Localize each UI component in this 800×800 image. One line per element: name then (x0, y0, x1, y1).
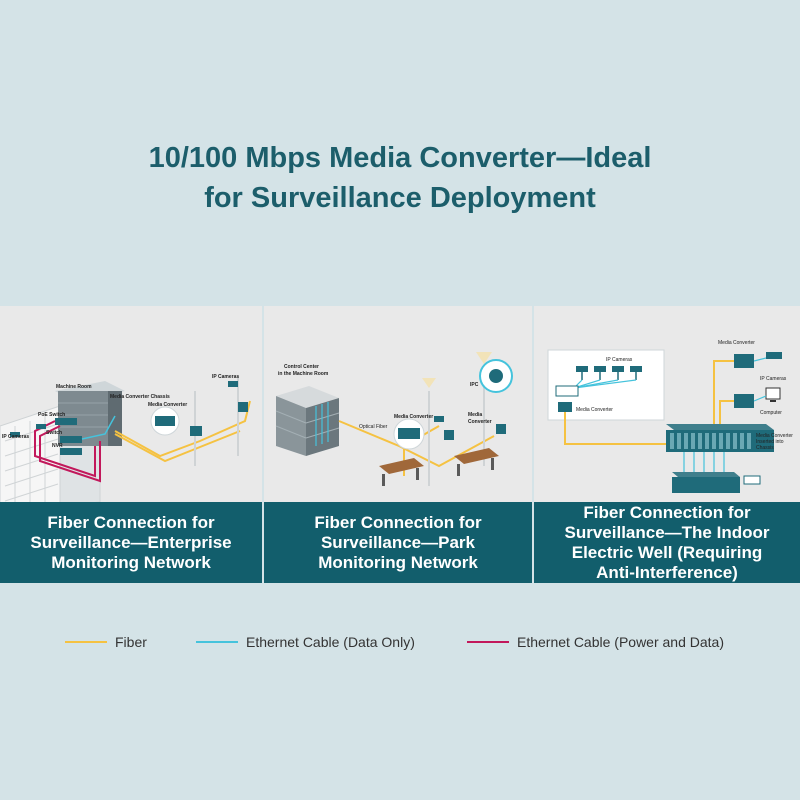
enterprise-network-diagram: Machine Room PoE Switch Switch NVR IP Ca… (0, 374, 251, 502)
caption-line: Surveillance—Park (320, 532, 475, 552)
media-converter-icon (238, 402, 248, 412)
bench-icon (454, 448, 499, 476)
legend-swatch-ethernet-data (196, 641, 238, 643)
caption-line: Electric Well (Requiring (571, 542, 763, 562)
label-poe-switch: PoE Switch (38, 412, 65, 418)
page-title-line-1: 10/100 Mbps Media Converter—Ideal (148, 142, 652, 174)
legend: Fiber Ethernet Cable (Data Only) Etherne… (0, 634, 800, 654)
network-switch-icon (672, 472, 740, 493)
legend-item-fiber: Fiber (65, 634, 147, 650)
legend-label: Fiber (115, 634, 147, 650)
panel-indoor-electric-well: IP Cameras Media Converter Media Convert… (534, 306, 800, 583)
label-media-converter-right-2: Converter (468, 419, 492, 425)
media-converter-icon (558, 402, 572, 412)
label-ipc: IPC (470, 382, 479, 388)
panel-caption: Fiber Connection for Surveillance—Enterp… (0, 502, 262, 583)
ip-camera-group (576, 366, 642, 372)
caption-line: Monitoring Network (318, 552, 478, 572)
label-media-converter: Media Converter (576, 407, 613, 413)
park-network-diagram: Control Center in the Machine Room Optic… (275, 352, 513, 486)
page-title-line-2: for Surveillance Deployment (204, 182, 596, 214)
label-control-center-sub: in the Machine Room (278, 371, 329, 377)
panel-enterprise-network: Machine Room PoE Switch Switch NVR IP Ca… (0, 306, 262, 583)
bench-icon (379, 458, 424, 486)
panel-caption: Fiber Connection for Surveillance—The In… (534, 502, 800, 583)
legend-swatch-ethernet-power (467, 641, 509, 643)
caption-line: Monitoring Network (51, 552, 211, 572)
media-converter-icon (398, 428, 420, 439)
label-ip-cameras-right: IP Cameras (760, 376, 787, 382)
fiber-cable (719, 400, 734, 426)
label-ip-cameras-right: IP Cameras (212, 374, 239, 380)
nvr-icon (743, 475, 761, 485)
legend-label: Ethernet Cable (Power and Data) (517, 634, 724, 650)
media-converter-icon (190, 426, 202, 436)
media-converter-icon (734, 354, 754, 368)
label-ip-cameras: IP Cameras (606, 357, 633, 363)
label-chassis: Media Converter Chassis (110, 394, 170, 400)
label-optical-fiber: Optical Fiber (359, 424, 388, 430)
optical-fiber-cable (338, 420, 495, 468)
media-converter-icon (444, 430, 454, 440)
control-center-icon (275, 386, 340, 456)
label-chassis-3: Chassis (756, 445, 774, 451)
poe-cable-2 (39, 425, 101, 483)
label-machine-room: Machine Room (56, 384, 92, 390)
caption-line: Fiber Connection for (583, 502, 751, 522)
label-nvr: NVR (52, 443, 63, 449)
ip-camera-icon (36, 424, 46, 429)
nvr-icon (60, 448, 82, 455)
ip-camera-icon (434, 416, 444, 422)
indoor-electric-well-diagram: IP Cameras Media Converter Media Convert… (547, 340, 793, 493)
media-converter-icon (496, 424, 506, 434)
panel-park-network: Control Center in the Machine Room Optic… (264, 306, 532, 583)
legend-item-ethernet-power: Ethernet Cable (Power and Data) (467, 634, 724, 650)
ipc-icon (489, 369, 503, 383)
media-converter-icon (155, 416, 175, 426)
legend-swatch-fiber (65, 641, 107, 643)
label-ip-cameras-left: IP Cameras (2, 434, 29, 440)
label-chassis-1: Media Converter (756, 433, 793, 439)
media-converter-icon (734, 394, 754, 408)
lamp-icon (476, 352, 492, 364)
ethernet-cable (81, 415, 116, 440)
legend-item-ethernet-data: Ethernet Cable (Data Only) (196, 634, 415, 650)
ip-camera-icon (10, 432, 20, 437)
ip-camera-icon (228, 381, 238, 387)
ip-camera-icon (766, 352, 782, 359)
page-title: 10/100 Mbps Media Converter—Ideal for Su… (0, 138, 800, 218)
legend-label: Ethernet Cable (Data Only) (246, 634, 415, 650)
fiber-cable (114, 400, 251, 458)
caption-line: Surveillance—The Indoor (564, 522, 770, 542)
caption-line: Anti-Interference) (596, 562, 738, 582)
label-switch: Switch (46, 430, 62, 436)
caption-line: Fiber Connection for (47, 512, 215, 532)
caption-line: Surveillance—Enterprise (30, 532, 232, 552)
label-media-converter-left: Media Converter (394, 414, 433, 420)
fiber-cable-2 (114, 430, 241, 463)
poe-switch-icon (55, 418, 77, 425)
fiber-cable (713, 360, 734, 426)
label-control-center: Control Center (284, 364, 319, 370)
fiber-cable (564, 412, 666, 445)
label-media-converter: Media Converter (148, 402, 187, 408)
lamp-icon (422, 378, 436, 388)
media-converter-chassis-icon (666, 424, 774, 452)
label-media-converter-top: Media Converter (718, 340, 755, 346)
label-chassis-2: Inserted into (756, 439, 784, 445)
panel-caption: Fiber Connection for Surveillance—Park M… (264, 502, 532, 583)
label-media-converter-right: Media (468, 412, 482, 418)
computer-icon (765, 387, 781, 402)
switch-icon (60, 436, 82, 443)
switch-icon (555, 385, 579, 397)
caption-line: Fiber Connection for (314, 512, 482, 532)
label-computer: Computer (760, 410, 782, 416)
